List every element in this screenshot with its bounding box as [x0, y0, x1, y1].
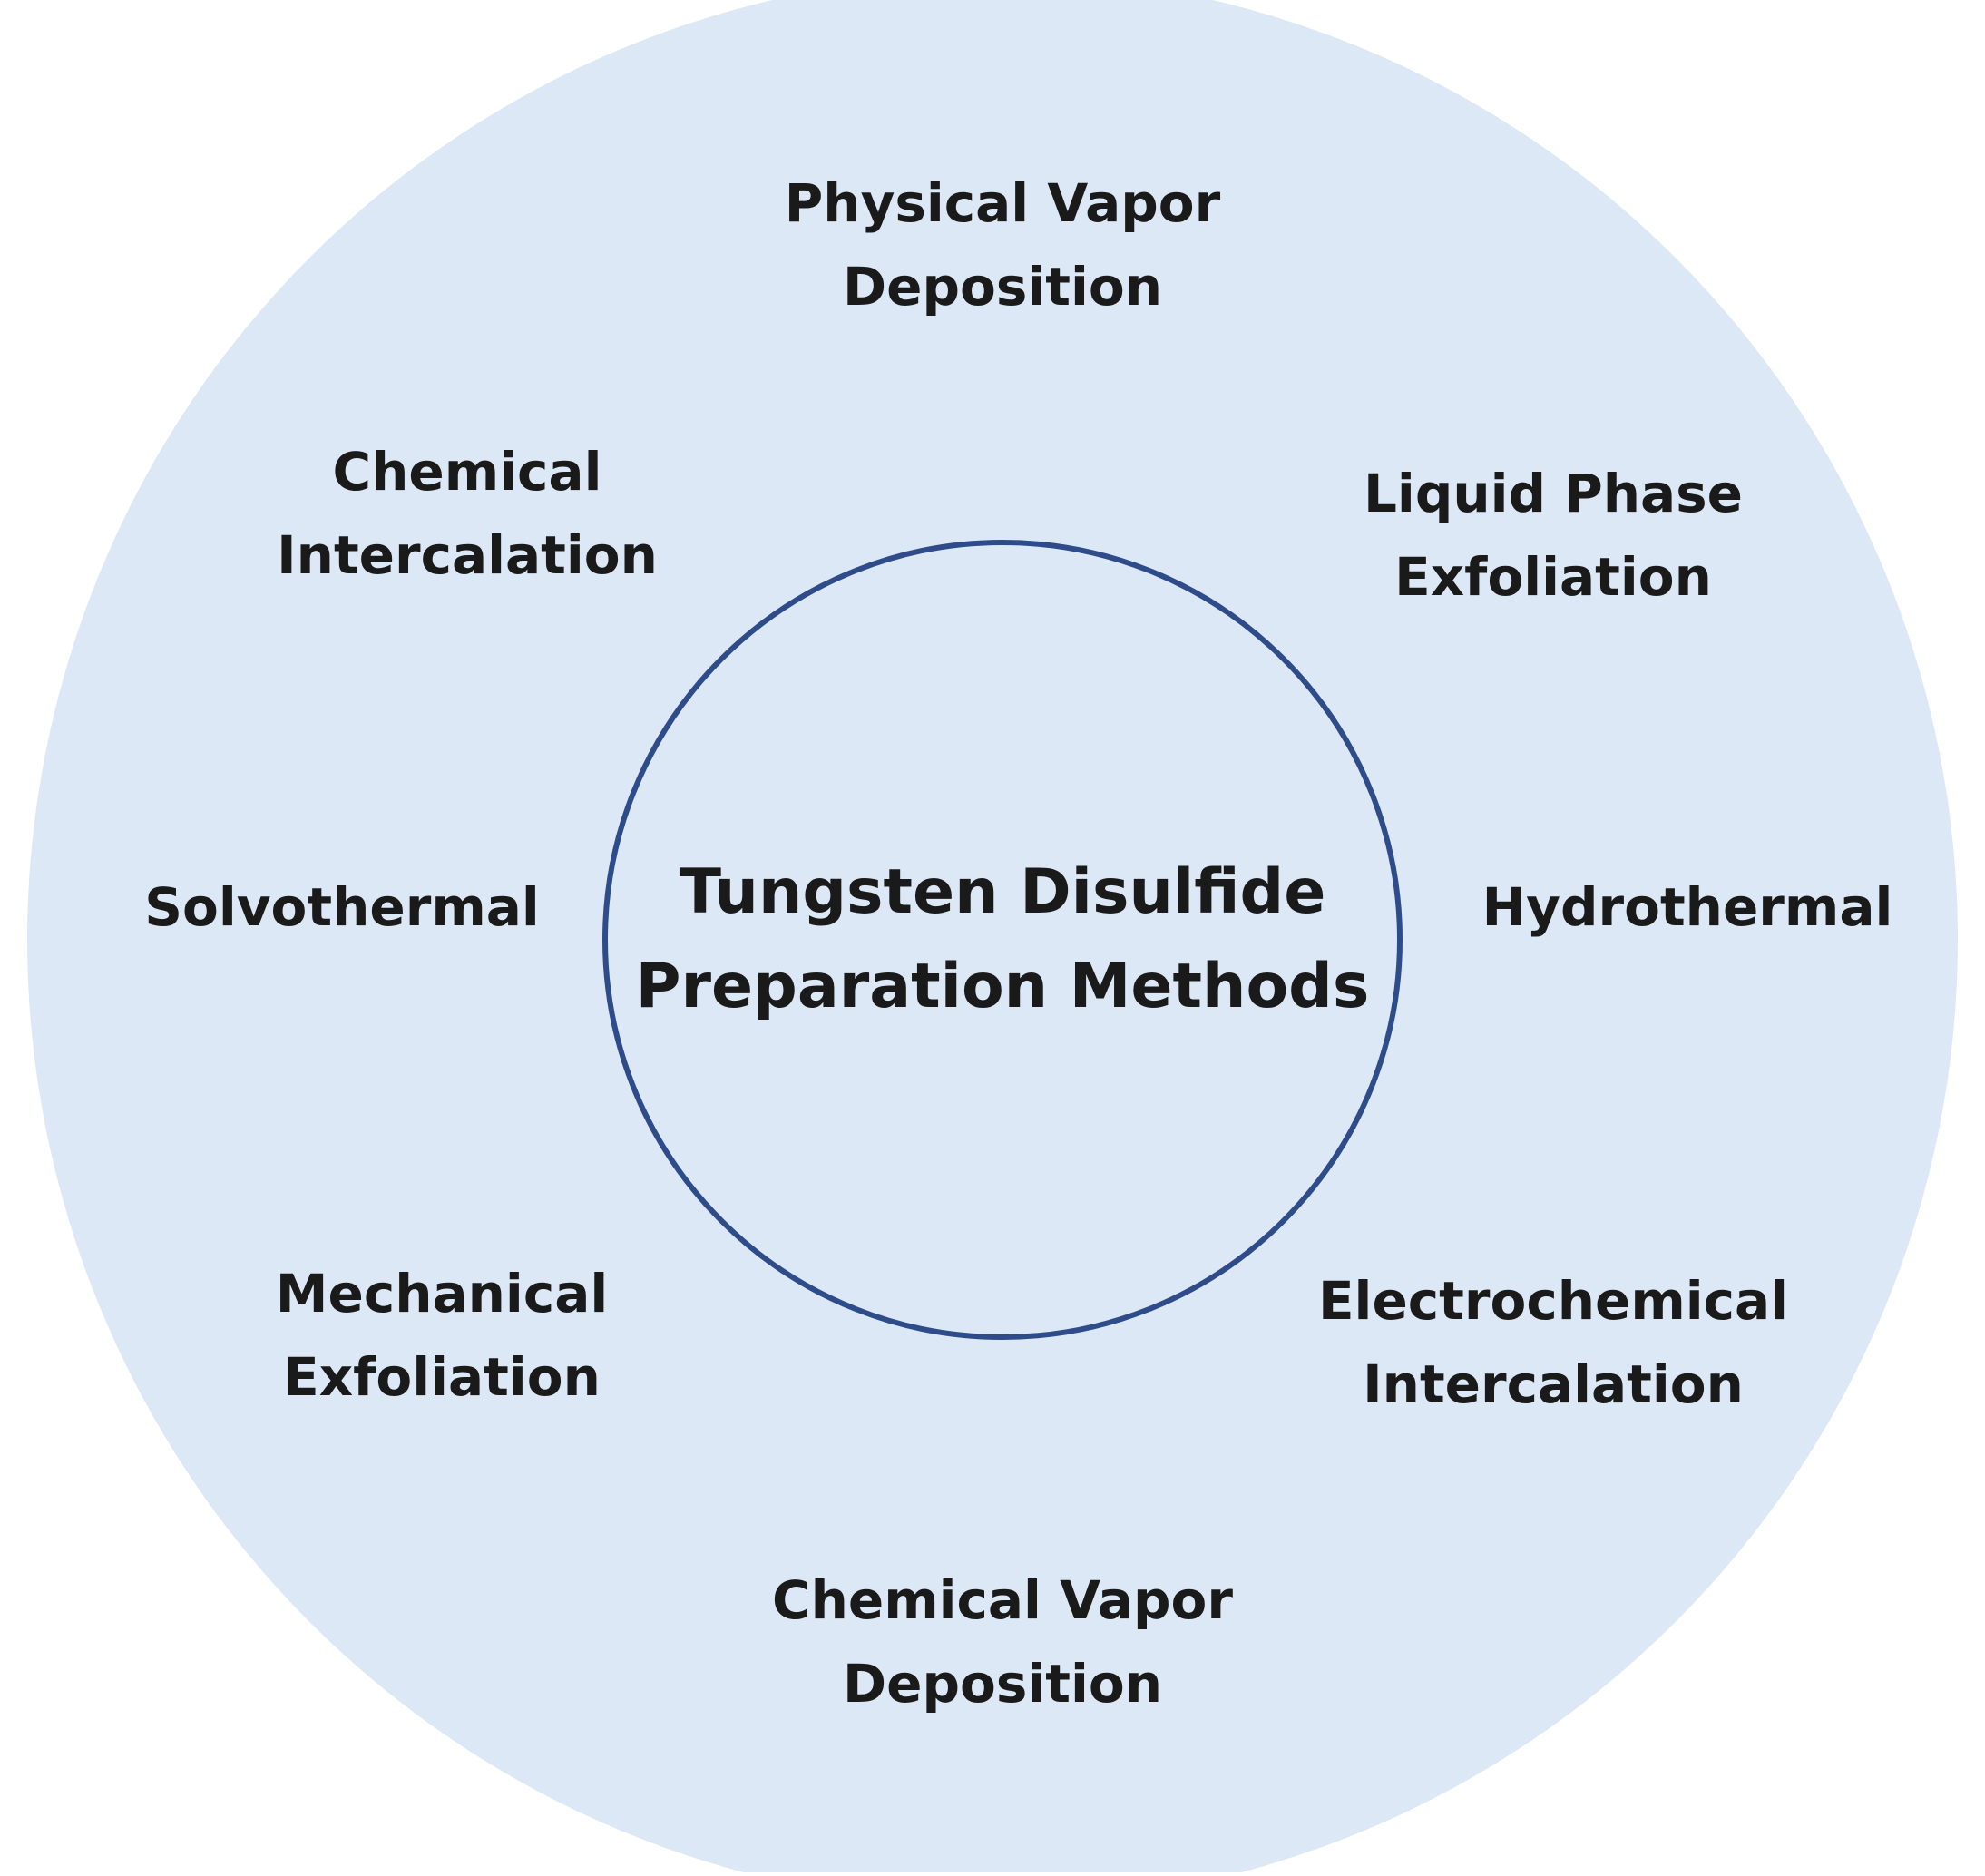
method-chemical-vapor-deposition: Chemical Vapor Deposition — [772, 1558, 1233, 1725]
method-label-line: Intercalation — [277, 524, 658, 586]
method-label-line: Deposition — [843, 256, 1162, 318]
method-label-line: Intercalation — [1363, 1353, 1744, 1415]
method-label-line: Physical Vapor — [784, 172, 1221, 234]
method-label-line: Liquid Phase — [1363, 463, 1744, 524]
center-title-line-2: Preparation Methods — [635, 951, 1370, 1022]
method-label-line: Hydrothermal — [1481, 876, 1893, 938]
method-hydrothermal: Hydrothermal — [1482, 865, 1893, 949]
center-title: Tungsten Disulfide Preparation Methods — [636, 845, 1370, 1034]
method-electrochemical-intercalation: Electrochemical Intercalation — [1318, 1259, 1788, 1426]
method-chemical-intercalation: Chemical Intercalation — [277, 430, 658, 597]
method-label-line: Chemical — [332, 441, 602, 503]
center-title-line-1: Tungsten Disulfide — [679, 856, 1326, 928]
method-mechanical-exfoliation: Mechanical Exfoliation — [276, 1252, 608, 1419]
method-label-line: Mechanical — [275, 1263, 609, 1324]
method-label-line: Exfoliation — [283, 1346, 601, 1408]
method-solvothermal: Solvothermal — [144, 865, 540, 949]
method-label-line: Exfoliation — [1394, 546, 1712, 608]
method-liquid-phase-exfoliation: Liquid Phase Exfoliation — [1364, 452, 1743, 619]
inner-circle — [602, 540, 1403, 1340]
method-label-line: Chemical Vapor — [772, 1569, 1233, 1631]
method-physical-vapor-deposition: Physical Vapor Deposition — [785, 161, 1220, 328]
method-label-line: Deposition — [843, 1653, 1162, 1715]
method-label-line: Solvothermal — [144, 876, 540, 938]
method-label-line: Electrochemical — [1317, 1270, 1789, 1332]
outer-circle — [27, 0, 1958, 1876]
